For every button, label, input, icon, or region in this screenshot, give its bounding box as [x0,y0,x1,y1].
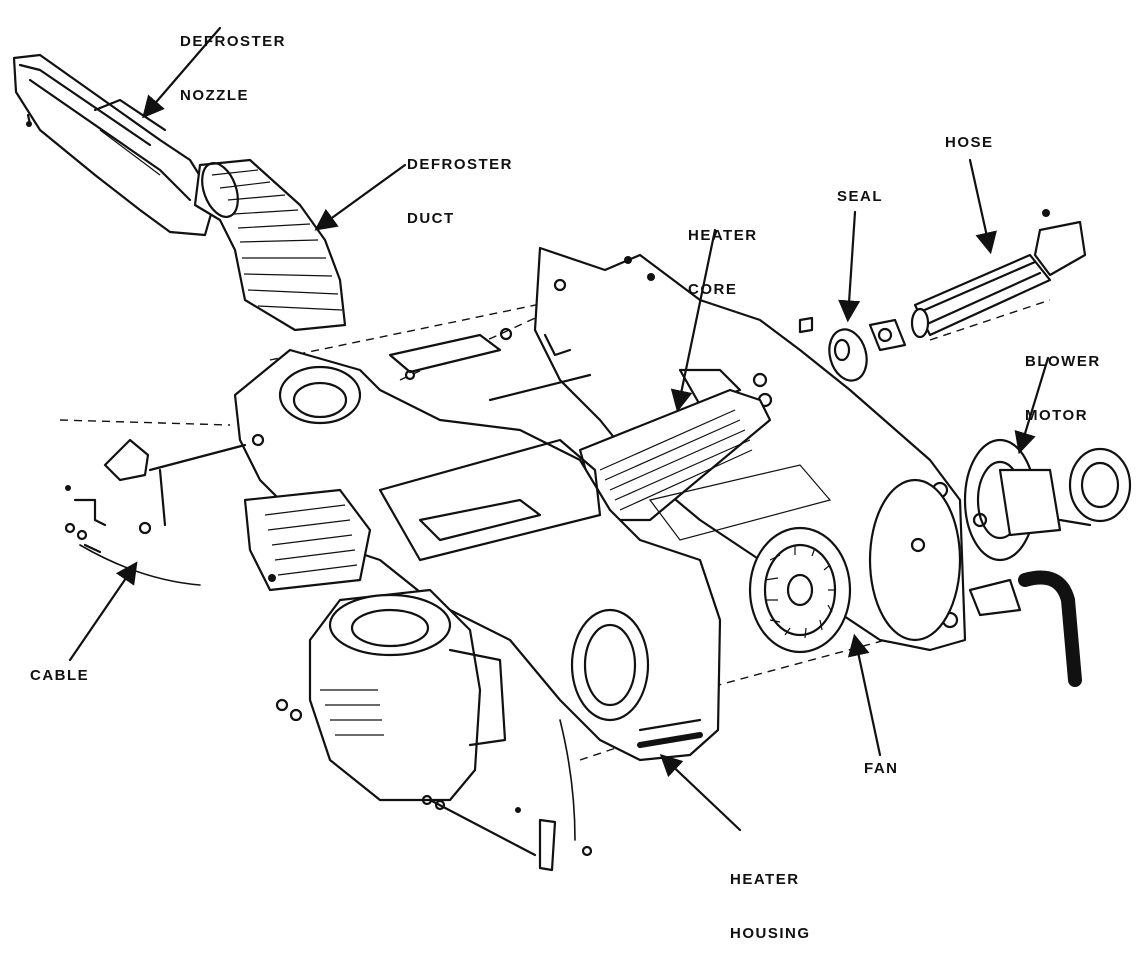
cable-bracket-parts [64,433,265,554]
leader-arrows [68,26,1050,832]
front-outlet-part [275,588,507,802]
label-heater-core-line1: HEATER [688,227,758,244]
label-defroster-nozzle: DEFROSTER NOZZLE [180,0,286,123]
label-heater-core: HEATER CORE [688,191,758,317]
label-seal: SEAL [837,188,884,205]
label-defroster-duct-line1: DEFROSTER [407,156,514,173]
label-blower-motor: BLOWER MOTOR [1025,317,1101,443]
label-defroster-duct: DEFROSTER DUCT [407,120,513,246]
defroster-nozzle-part [12,53,217,237]
label-blower-motor-line1: BLOWER [1025,353,1101,370]
label-heater-housing-line1: HEATER [730,871,800,888]
label-defroster-duct-line2: DUCT [407,210,455,227]
label-fan: FAN [864,760,899,777]
label-defroster-nozzle-line2: NOZZLE [180,87,249,104]
exploded-view-drawing [12,26,1132,872]
drain-tube-part [968,570,1082,687]
heater-core-part [578,388,832,541]
heater-assembly-diagram: DEFROSTER NOZZLE DEFROSTER DUCT HEATER C… [12,0,1132,942]
label-hose: HOSE [945,134,994,151]
label-heater-housing: HEATER HOUSING [730,835,811,961]
defroster-duct-part [193,158,347,332]
blower-motor-part [963,438,1132,562]
lower-linkage-parts [421,719,593,872]
floor-vent-part [243,488,372,592]
label-blower-motor-line2: MOTOR [1025,407,1089,424]
seal-part [828,318,907,382]
label-cable: CABLE [30,667,90,684]
heater-core-rear-panel [533,246,967,652]
linkage-parts [388,256,814,402]
label-heater-core-line2: CORE [688,281,738,298]
fan-part [748,526,852,654]
label-heater-housing-line2: HOUSING [730,925,811,942]
hose-part [910,209,1087,339]
cable-part [79,544,201,586]
heater-housing-part [233,348,722,762]
label-defroster-nozzle-line1: DEFROSTER [180,33,287,50]
